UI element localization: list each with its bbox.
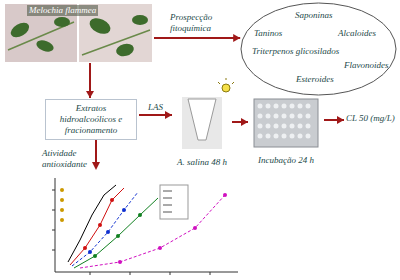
node-text: Melochia flammea [27, 5, 98, 16]
arrow-head [241, 118, 248, 126]
flow-arrow [86, 63, 94, 98]
result-text: CL 50 (mg/L) [346, 113, 395, 124]
node-text: CL 50 (mg/L) [346, 113, 395, 124]
flow-arrow [154, 34, 240, 42]
line-chart [52, 178, 238, 275]
node-text: Flavonoides [344, 60, 389, 71]
node-text: Taninos [254, 28, 282, 39]
node-text: Esteroides [296, 74, 334, 85]
node-text: A. salina 48 h [174, 157, 230, 168]
leaves [8, 15, 148, 58]
assay-image: Incubação 24 h [250, 96, 322, 166]
node-text: Triterpenos glicosilados [252, 46, 339, 57]
note-label: Prospecção fitoquímica [170, 12, 232, 34]
node-text: Saponinas [295, 10, 333, 21]
arrow-head [233, 34, 240, 42]
node-text: Incubação 24 h [250, 155, 322, 166]
arrow-head [92, 162, 100, 170]
artemia-photo [182, 97, 222, 149]
arrow-head [86, 91, 94, 98]
light-bulb [218, 78, 234, 92]
flow-arrow [324, 116, 344, 124]
well-plate [254, 99, 318, 147]
node-text: Extratos hidroalcoólicos e fracionamento [50, 103, 132, 136]
edge-label: LAS [147, 102, 164, 113]
assay-image: A. salina 48 h [174, 96, 230, 168]
note-label: Atividade antioxidante [42, 148, 94, 170]
flow-arrow [232, 118, 248, 126]
node-text: Alcaloides [338, 28, 376, 39]
wells [258, 104, 311, 139]
process-box: Extratos hidroalcoólicos e fracionamento [45, 99, 137, 140]
arrow-head [165, 111, 172, 119]
funnel [188, 99, 216, 140]
result-ellipse: SaponinasTaninos AlcaloidesTriterpenos gl… [240, 2, 397, 96]
plant-photo: Melochia flammea [5, 4, 152, 62]
arrow-head [337, 116, 344, 124]
